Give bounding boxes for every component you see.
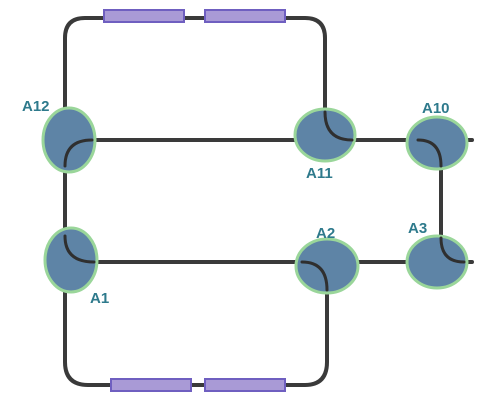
switch-a11-curve (323, 110, 354, 142)
switch-a10-curve (416, 138, 443, 168)
label-a10: A10 (422, 100, 450, 117)
switch-a10[interactable] (405, 115, 469, 171)
switch-a10-body[interactable] (405, 115, 469, 171)
label-a11: A11 (306, 165, 333, 182)
switch-a3[interactable] (405, 234, 469, 290)
track-outer-bottom-loop (63, 260, 329, 387)
switch-a11[interactable] (293, 107, 357, 163)
switch-a3-curve (439, 236, 466, 264)
switch-a12-curve (63, 138, 94, 168)
switch-a12-body[interactable] (41, 106, 97, 174)
switch-a11-body[interactable] (293, 107, 357, 163)
label-a1: A1 (90, 290, 109, 307)
switch-a1[interactable] (43, 226, 99, 294)
platform-bottom-right (204, 378, 286, 392)
platform-top-left (103, 9, 185, 23)
platforms (103, 9, 286, 392)
switch-a2[interactable] (294, 237, 360, 295)
label-a12: A12 (22, 98, 50, 115)
switch-a1-curve (63, 234, 96, 264)
platform-top-right (204, 9, 286, 23)
switch-a2-body[interactable] (294, 237, 360, 295)
switch-a3-body[interactable] (405, 234, 469, 290)
switch-a1-body[interactable] (43, 226, 99, 294)
track-network (63, 16, 474, 387)
platform-bottom-left (110, 378, 192, 392)
switch-a2-curve (300, 260, 329, 292)
switch-a12[interactable] (41, 106, 97, 174)
label-a2: A2 (316, 225, 335, 242)
label-a3: A3 (408, 220, 427, 237)
switch-labels: A12 A11 A10 A3 A2 A1 (22, 98, 450, 307)
track-outer-top-loop (63, 16, 327, 142)
